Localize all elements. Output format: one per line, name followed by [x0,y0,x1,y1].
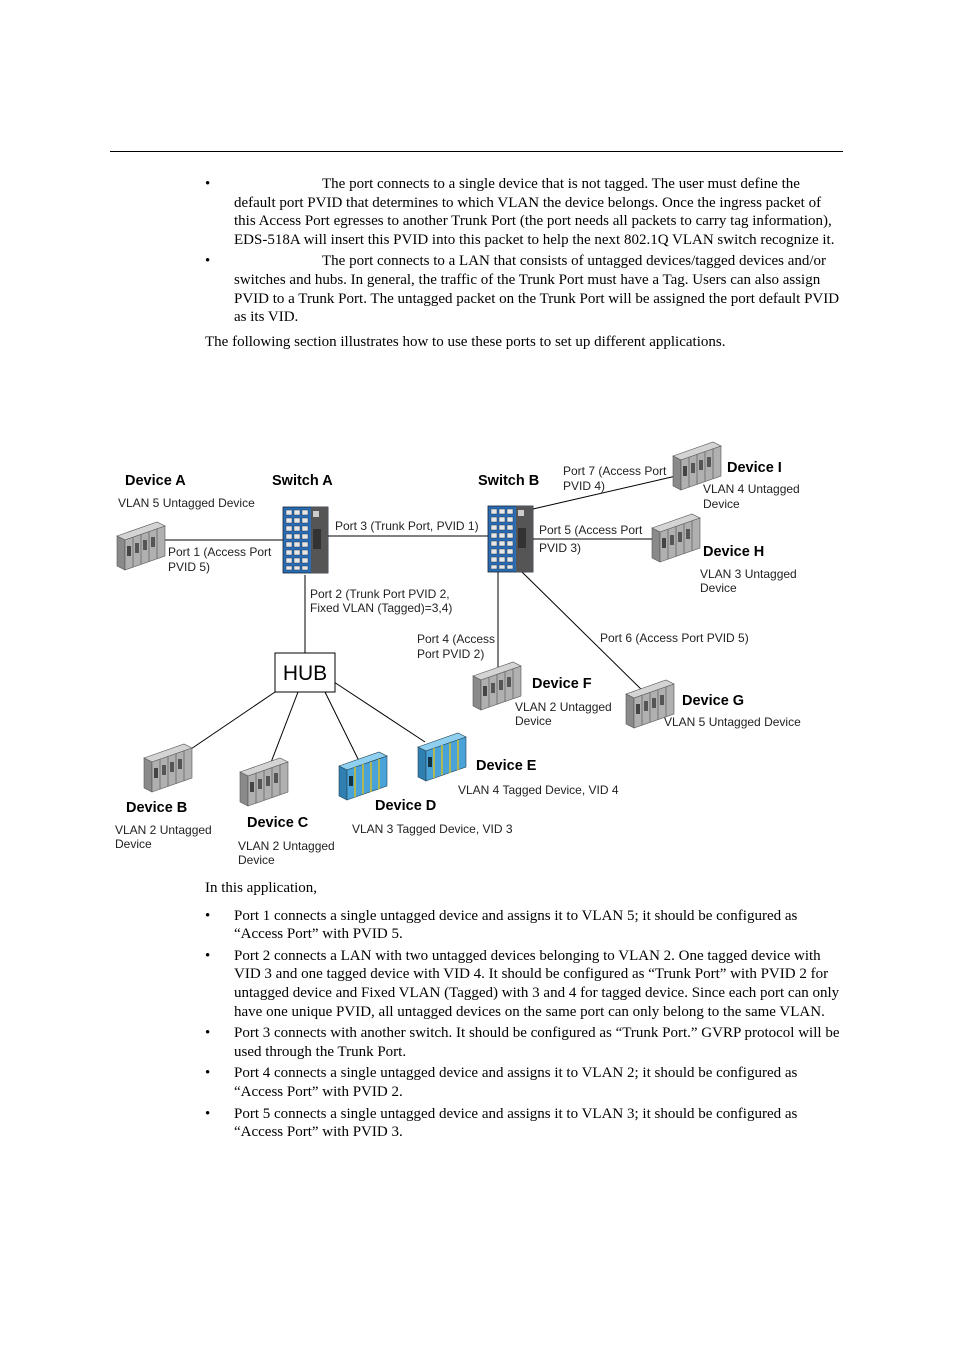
device-h-desc2: Device [700,581,737,595]
switch-b-icon [487,505,534,573]
wire-port6 [521,571,651,699]
bullet-text: Port 1 connects a single untagged device… [234,907,798,943]
device-h-name: Device H [703,544,764,560]
port6-label: Port 6 (Access Port PVID 5) [600,631,749,645]
bullet-text: The port connects to a single device tha… [234,176,835,248]
header-rule [110,151,843,152]
port1-label-line1: Port 1 (Access Port [168,545,272,559]
port2-label-line1: Port 2 (Trunk Port PVID 2, [310,587,450,601]
port1-label-line2: PVID 5) [168,560,210,574]
port4-label-line2: Port PVID 2) [417,647,484,661]
device-a-desc: VLAN 5 Untagged Device [118,496,255,510]
bullet-dot: • [205,176,211,192]
device-e-desc: VLAN 4 Tagged Device, VID 4 [458,783,619,797]
application-bullet-port1: • Port 1 connects a single untagged devic… [205,907,840,944]
device-c-name: Device C [247,815,309,831]
port5-label-line1: Port 5 (Access Port [539,523,643,537]
application-bullet-port3: • Port 3 connects with another switch. It… [205,1024,840,1061]
intro-bullet-access-port: • The port connects to a single device t… [205,175,840,249]
device-c-desc2: Device [238,853,275,867]
intro-bullet-trunk-port: • The port connects to a LAN that consis… [205,252,840,326]
device-b-desc1: VLAN 2 Untagged [115,823,212,837]
bullet-dot: • [205,947,211,964]
port2-label-line2: Fixed VLAN (Tagged)=3,4) [310,601,452,615]
wire-hub-b [187,691,276,752]
device-c-icon [239,757,289,807]
device-g-desc: VLAN 5 Untagged Device [664,715,801,729]
device-e-name: Device E [476,758,537,774]
bullet-text: Port 5 connects a single untagged device… [234,1105,798,1141]
bullet-text: The port connects to a LAN that consists… [234,253,840,326]
device-b-icon [143,743,193,793]
intro-section: • The port connects to a single device t… [205,175,840,351]
device-i-desc2: Device [703,497,740,511]
device-i-desc1: VLAN 4 Untagged [703,482,800,496]
switch-a-icon [282,506,329,574]
application-bullet-port4: • Port 4 connects a single untagged devic… [205,1064,840,1101]
device-e-icon [417,732,467,782]
port7-label-line2: PVID 4) [563,479,605,493]
port7-label-line1: Port 7 (Access Port [563,464,667,478]
device-a-name: Device A [125,473,186,489]
bullet-dot: • [205,907,211,924]
intro-paragraph: The following section illustrates how to… [205,333,726,350]
application-bullet-port2: • Port 2 connects a LAN with two untagged… [205,947,840,1021]
device-d-desc: VLAN 3 Tagged Device, VID 3 [352,822,513,836]
bullet-text: Port 4 connects a single untagged device… [234,1065,798,1100]
port3-label: Port 3 (Trunk Port, PVID 1) [335,519,479,533]
hub-label: HUB [283,662,327,685]
wire-port7 [532,475,677,510]
bullet-dot: • [205,1105,211,1122]
application-intro: In this application, [205,880,318,896]
device-f-icon [472,661,522,711]
port5-label-line2: PVID 3) [539,541,581,555]
device-b-desc2: Device [115,837,152,851]
device-f-desc2: Device [515,714,552,728]
device-b-name: Device B [126,800,187,816]
device-d-icon [338,751,388,801]
switch-b-label: Switch B [478,473,539,489]
device-h-desc1: VLAN 3 Untagged [700,567,797,581]
bullet-text: Port 3 connects with another switch. It … [234,1025,840,1060]
switch-a-label: Switch A [272,473,333,489]
wire-hub-e [333,681,426,743]
bullet-dot: • [205,1065,211,1082]
application-section: In this application, • Port 1 connects a … [205,879,840,1145]
device-c-desc1: VLAN 2 Untagged [238,839,335,853]
bullet-text: Port 2 connects a LAN with two untagged … [234,947,840,1020]
application-bullet-list: • Port 1 connects a single untagged devic… [205,907,840,1142]
device-i-name: Device I [727,460,782,476]
port4-label-line1: Port 4 (Access [417,632,495,646]
device-a-icon [116,521,166,571]
application-bullet-port5: • Port 5 connects a single untagged devic… [205,1105,840,1142]
device-g-name: Device G [682,693,744,709]
device-d-name: Device D [375,798,436,814]
wire-hub-c [269,691,299,766]
device-f-desc1: VLAN 2 Untagged [515,700,612,714]
intro-bullet-list: • The port connects to a single device t… [205,175,840,327]
device-f-name: Device F [532,676,592,692]
hub-box [274,652,336,693]
wire-hub-d [324,691,361,764]
bullet-dot: • [205,253,211,270]
bullet-dot: • [205,1025,211,1042]
device-h-icon [651,513,701,563]
